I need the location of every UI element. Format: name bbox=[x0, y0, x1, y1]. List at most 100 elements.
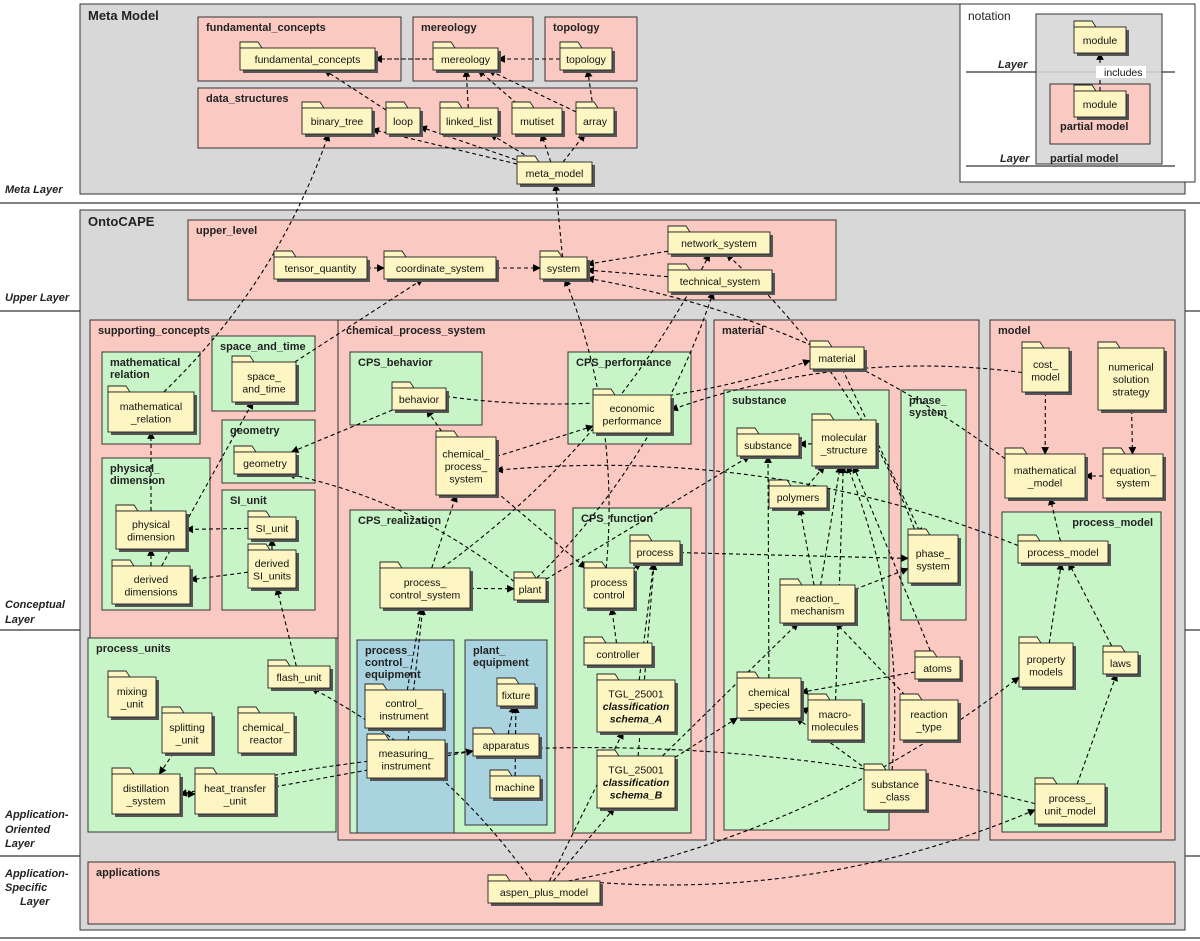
module-coordinate-system: coordinate_system bbox=[383, 250, 499, 282]
module-label: material bbox=[818, 353, 855, 365]
module-label: classification bbox=[603, 777, 670, 789]
module-label: technical_system bbox=[680, 276, 761, 288]
package-title: topology bbox=[553, 22, 600, 34]
module-mutiset: mutiset bbox=[511, 101, 565, 137]
module-label: system bbox=[916, 560, 950, 572]
module-label: solution bbox=[1113, 374, 1149, 386]
module-label: tensor_quantity bbox=[285, 263, 358, 275]
module-macro-molecules: macro-molecules bbox=[807, 693, 865, 743]
module-technical-system: technical_system bbox=[667, 263, 775, 295]
dependency-edge-macro-molecules-to-molecular-structure bbox=[835, 465, 847, 701]
package-title: applications bbox=[96, 867, 160, 879]
module-label: laws bbox=[1110, 658, 1131, 670]
module-label: _type bbox=[915, 721, 942, 733]
package-title: fundamental_concepts bbox=[206, 22, 326, 34]
module-label: fundamental_concepts bbox=[255, 54, 361, 66]
package-title: process_ bbox=[365, 645, 414, 657]
dependency-edge-network-system-to-system bbox=[586, 250, 669, 267]
dependency-edge-process-model-to-mathematical-model bbox=[1048, 497, 1061, 542]
module-aspen-plus-model: aspen_plus_model bbox=[487, 874, 603, 906]
package-title: CPS_realization bbox=[358, 515, 441, 527]
dependency-edge-meta-model-to-mutiset bbox=[539, 133, 552, 163]
package-title: equipment bbox=[365, 669, 421, 681]
dependency-edge-technical-system-to-system bbox=[586, 266, 669, 278]
module-label: numerical bbox=[1108, 362, 1154, 374]
module-controller: controller bbox=[583, 636, 655, 668]
layer-label-specific: Layer bbox=[20, 896, 50, 908]
dependency-edge-array-to-mereology bbox=[487, 69, 577, 113]
layer-label-application: Layer bbox=[5, 838, 35, 850]
module-label: apparatus bbox=[483, 740, 530, 752]
package-title: dimension bbox=[110, 475, 165, 487]
dependency-edge-tgl-b-to-reaction-mechanism bbox=[662, 622, 799, 757]
module-label: reaction_ bbox=[796, 593, 839, 605]
module-label: control_ bbox=[385, 698, 423, 710]
module-label: classification bbox=[603, 701, 670, 713]
dependency-edge-plant-to-geometry bbox=[287, 471, 515, 582]
package-title: process_model bbox=[1072, 517, 1153, 529]
package-title: equipment bbox=[473, 657, 529, 669]
module-reaction-mechanism: reaction_mechanism bbox=[779, 578, 858, 626]
module-measuring-instrument: measuring_instrument bbox=[366, 733, 448, 781]
module-label: reactor bbox=[250, 734, 283, 746]
package-title: upper_level bbox=[196, 225, 257, 237]
module-label: performance bbox=[603, 415, 662, 427]
package-title: system bbox=[909, 407, 947, 419]
module-system: system bbox=[539, 250, 590, 282]
module-label: derived bbox=[134, 574, 169, 586]
module-binary-tree: binary_tree bbox=[301, 101, 375, 137]
module-si-unit: SI_unit bbox=[247, 510, 299, 542]
package-title: space_and_time bbox=[220, 341, 306, 353]
module-label: system bbox=[449, 474, 483, 486]
dependency-edge-aspen-plus-model-to-tgl-a bbox=[548, 731, 624, 882]
module-label: controller bbox=[596, 649, 640, 661]
module-label: _unit bbox=[223, 795, 247, 807]
module-distillation-system: distillation_system bbox=[111, 767, 183, 817]
notation-includes-label: includes bbox=[1104, 67, 1143, 79]
module-label: TGL_25001 bbox=[608, 689, 664, 701]
dependency-edge-process-model-to-chemical-process-system bbox=[495, 464, 1019, 547]
module-mereology: mereology bbox=[432, 41, 501, 73]
module-label: linked_list bbox=[446, 116, 492, 128]
module-label: strategy bbox=[1112, 387, 1150, 399]
dependency-edge-substance-class-to-molecular-structure bbox=[846, 465, 896, 771]
module-label: economic bbox=[610, 403, 655, 415]
module-label: unit_model bbox=[1044, 805, 1095, 817]
dependency-edge-plant-to-technical-system bbox=[536, 291, 715, 579]
module-tensor-quantity: tensor_quantity bbox=[273, 250, 370, 282]
module-label: machine bbox=[495, 782, 535, 794]
dependency-edge-tgl-a-to-process bbox=[638, 562, 657, 681]
dependency-edge-meta-model-to-array bbox=[562, 133, 586, 163]
module-label: instrument bbox=[379, 710, 428, 722]
module-label: models bbox=[1029, 666, 1063, 678]
dependency-edge-control-instrument-to-process-control-system bbox=[406, 607, 425, 691]
package-title: chemical_process_system bbox=[346, 325, 486, 337]
module-substance: substance bbox=[736, 427, 802, 459]
module-label: distillation bbox=[123, 783, 169, 795]
dependency-edge-meta-model-to-binary-tree bbox=[371, 127, 518, 165]
package-title: data_structures bbox=[206, 93, 289, 105]
module-label: system bbox=[547, 263, 581, 275]
module-label: array bbox=[583, 116, 608, 128]
package-title: CPS_performance bbox=[576, 357, 671, 369]
module-mixing-unit: mixing_unit bbox=[107, 670, 159, 720]
package-title: substance bbox=[732, 395, 786, 407]
module-label: molecular bbox=[821, 432, 867, 444]
module-process: process bbox=[629, 534, 683, 566]
dependency-edge-process-control-system-to-network-system bbox=[441, 253, 711, 569]
module-reaction-type: reaction_type bbox=[899, 693, 961, 743]
notation-layer-label: Layer bbox=[1000, 153, 1030, 165]
dependency-edge-macro-molecules-to-chemical-species bbox=[800, 707, 809, 715]
layer-label-specific: Specific bbox=[5, 882, 47, 894]
module-atoms: atoms bbox=[914, 650, 963, 682]
module-label: system bbox=[1116, 477, 1150, 489]
module-label: substance bbox=[744, 440, 792, 452]
dependency-edge-laws-to-process-model bbox=[1068, 562, 1116, 653]
module-label: TGL_25001 bbox=[608, 765, 664, 777]
module-label: loop bbox=[393, 116, 413, 128]
layer-label-specific: Application- bbox=[4, 868, 69, 880]
module-label: _structure bbox=[820, 444, 868, 456]
notation-partial-model-label: partial model bbox=[1050, 153, 1118, 165]
